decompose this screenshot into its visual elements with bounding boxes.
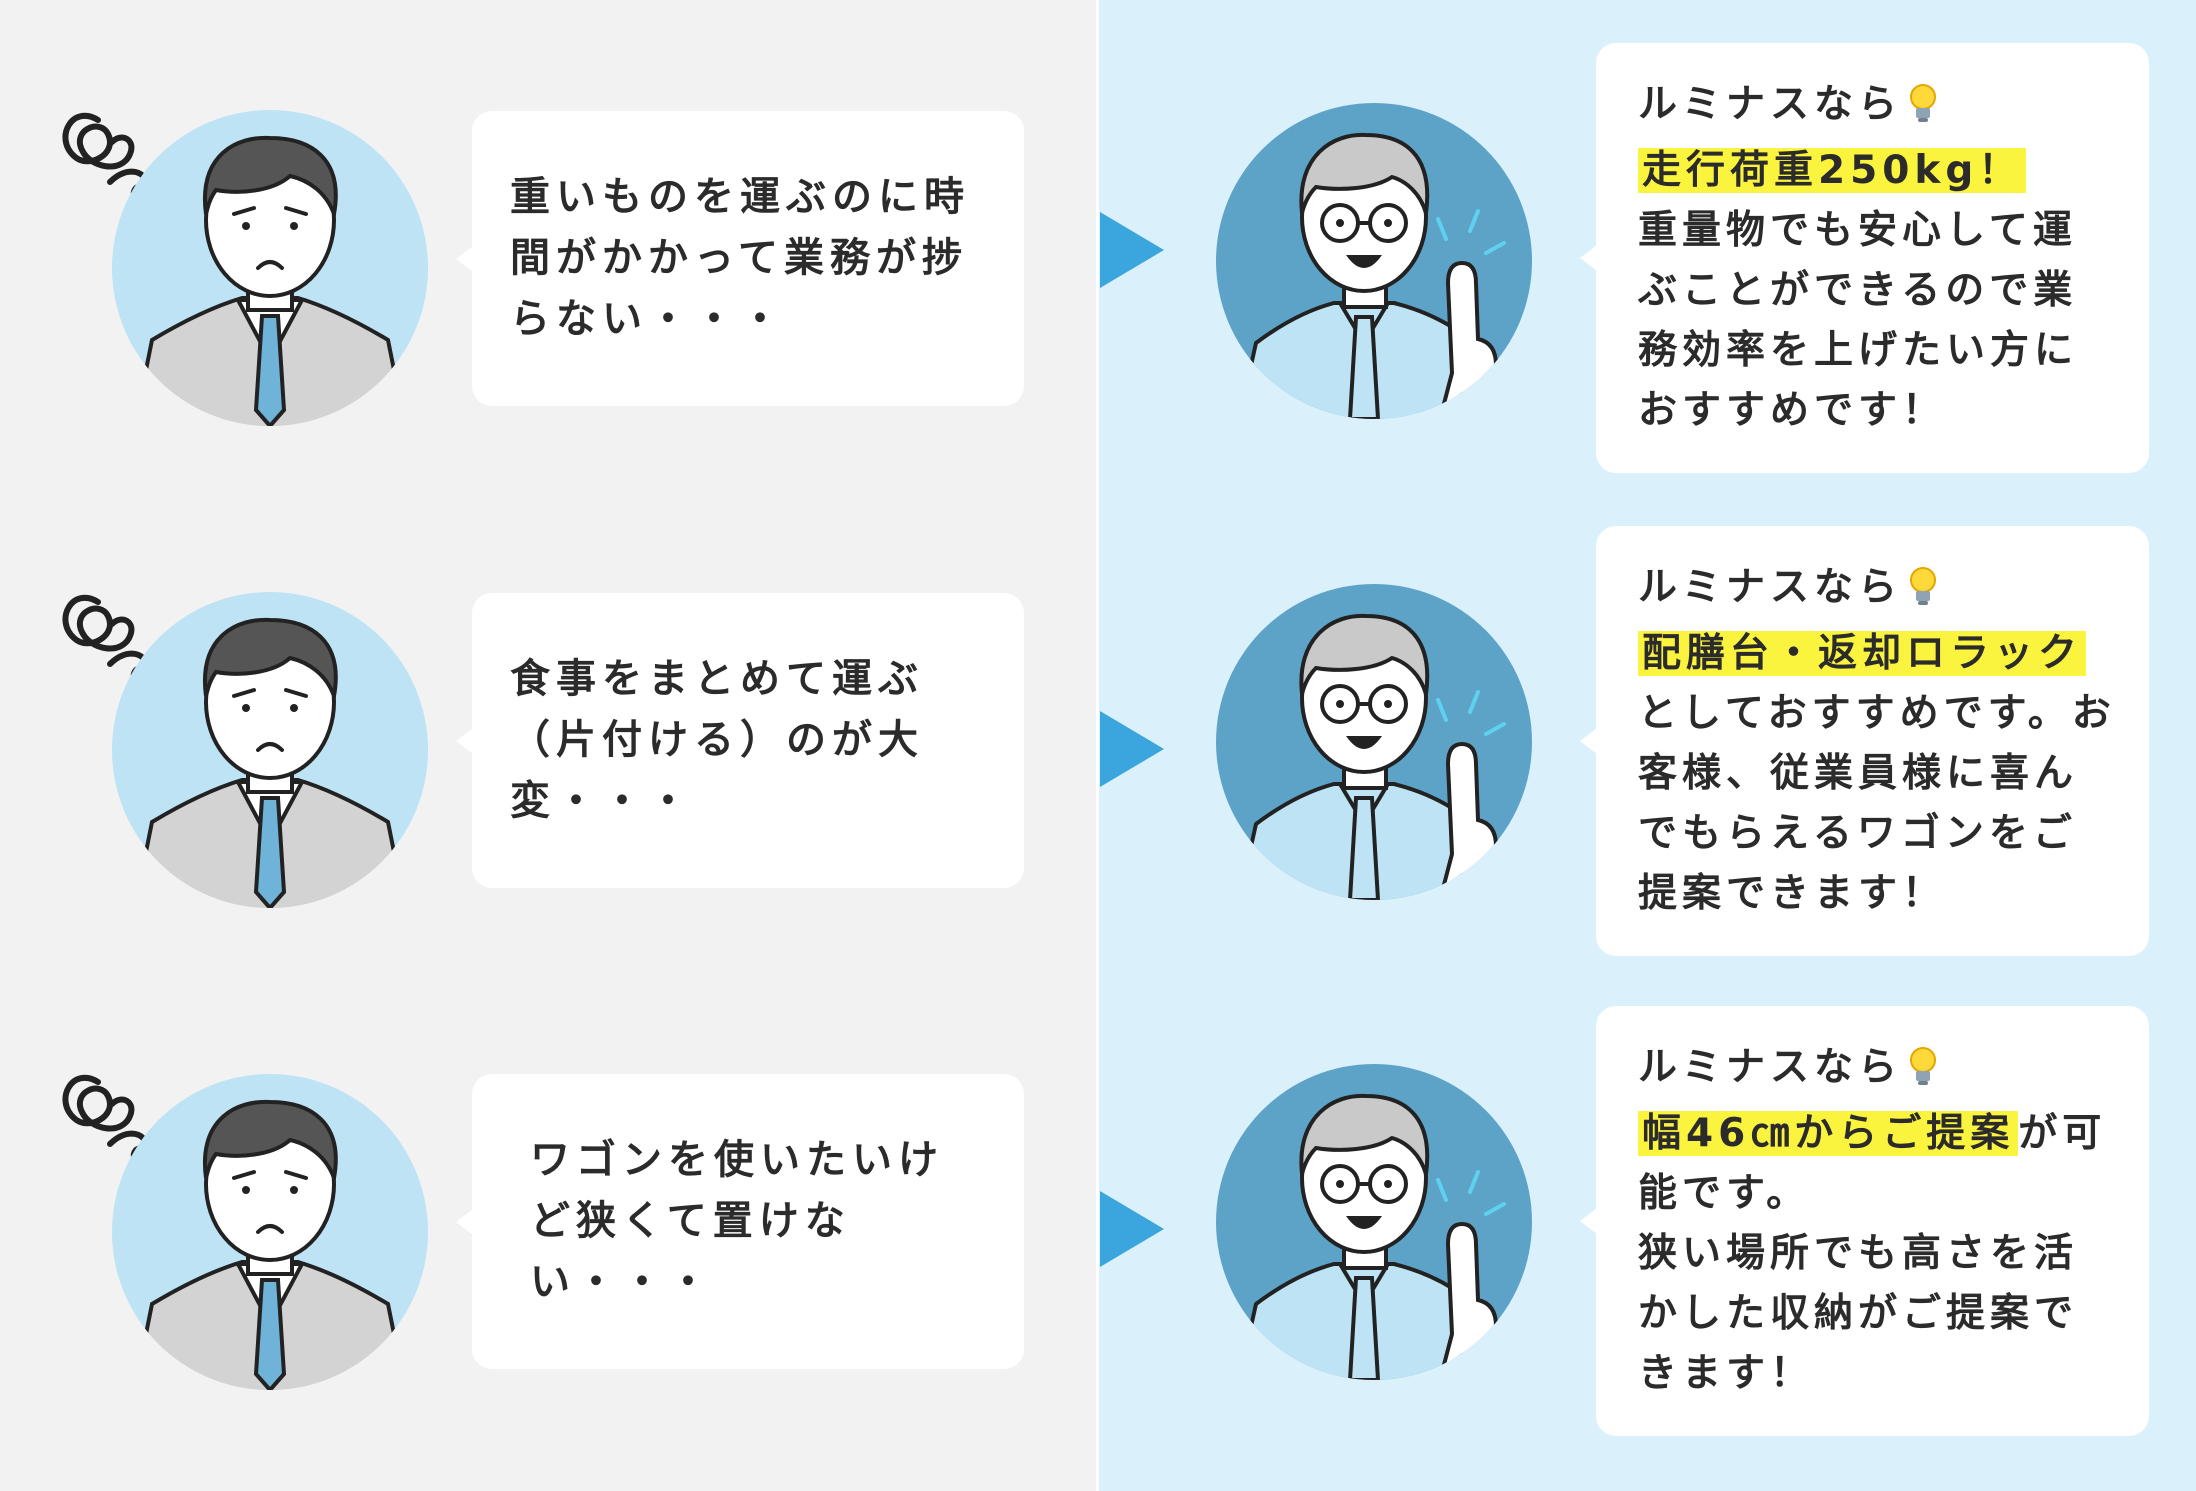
solution-body: 狭い場所でも高さを活かした収納がご提案できます！ — [1638, 1231, 2079, 1396]
solution-heading: ルミナスなら — [1638, 565, 1903, 610]
problem-text: ワゴンを使いたいけど狭くて置けない・・・ — [530, 1137, 944, 1305]
solution-after-highlight: が可能です。 — [1638, 1111, 2107, 1216]
panel-divider — [1096, 0, 1099, 1491]
problem-bubble: 重いものを運ぶのに時間がかかって業務が捗らない・・・ — [456, 111, 1024, 406]
problem-text: 重いものを運ぶのに時間がかかって業務が捗らない・・・ — [510, 174, 970, 342]
solution-bubble: ルミナスなら 走行荷重250kg！ 重量物でも安心して運ぶことができるので業務効… — [1580, 43, 2149, 473]
solution-body: としておすすめです。お客様、従業員様に喜んでもらえるワゴンをご提案できます！ — [1638, 691, 2116, 916]
lightbulb-icon — [1906, 1044, 1940, 1104]
highlighted-feature: 幅46㎝からご提案 — [1638, 1111, 2019, 1156]
lightbulb-icon — [1906, 564, 1940, 624]
worried-businessman-icon — [112, 592, 428, 908]
pointing-advisor-icon — [1216, 103, 1532, 419]
problem-bubble: ワゴンを使いたいけど狭くて置けない・・・ — [456, 1074, 1024, 1369]
solution-heading-line: ルミナスなら — [1638, 558, 2119, 624]
problem-text: 食事をまとめて運ぶ（片付ける）のが大変・・・ — [510, 656, 924, 824]
solution-bubble: ルミナスなら 配膳台・返却ロラック としておすすめです。お客様、従業員様に喜んで… — [1580, 526, 2149, 956]
solution-bubble: ルミナスなら 幅46㎝からご提案が可能です。 狭い場所でも高さを活かした収納がご… — [1580, 1006, 2149, 1436]
lightbulb-icon — [1906, 81, 1940, 141]
highlighted-feature: 走行荷重250kg！ — [1638, 148, 2027, 193]
solution-heading: ルミナスなら — [1638, 1045, 1903, 1090]
arrow-right-icon — [1100, 212, 1164, 288]
solution-heading-line: ルミナスなら — [1638, 75, 2119, 141]
highlighted-feature: 配膳台・返却ロラック — [1638, 631, 2087, 676]
pointing-advisor-icon — [1216, 584, 1532, 900]
solution-heading: ルミナスなら — [1638, 82, 1903, 127]
worried-businessman-icon — [112, 110, 428, 426]
problem-bubble: 食事をまとめて運ぶ（片付ける）のが大変・・・ — [456, 593, 1024, 888]
solution-body: 重量物でも安心して運ぶことができるので業務効率を上げたい方におすすめです！ — [1638, 208, 2079, 433]
pointing-advisor-icon — [1216, 1064, 1532, 1380]
arrow-right-icon — [1100, 1191, 1164, 1267]
solution-heading-line: ルミナスなら — [1638, 1038, 2119, 1104]
arrow-right-icon — [1100, 711, 1164, 787]
worried-businessman-icon — [112, 1074, 428, 1390]
